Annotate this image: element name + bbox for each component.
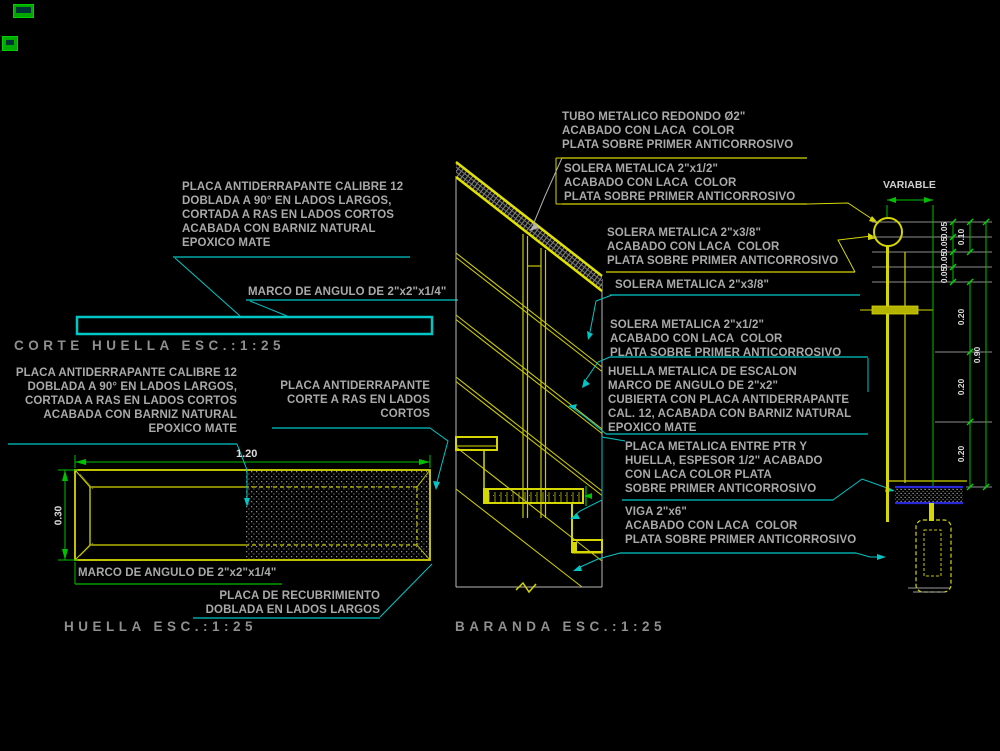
solera38-note: SOLERA METALICA 2"x3/8" ACABADO CON LACA… <box>607 227 839 267</box>
weld-hatch <box>871 305 919 315</box>
huella-metalica-note: HUELLA METALICA DE ESCALON MARCO DE ANGU… <box>608 366 852 434</box>
steps <box>455 436 603 554</box>
huella-marco-note: MARCO DE ANGULO DE 2"x2"x1/4" <box>78 567 277 579</box>
chain-dim-3: 0.05 <box>939 266 949 284</box>
huella-plan <box>8 427 449 619</box>
huella-recubrimiento-note: PLACA DE RECUBRIMIENTO DOBLADA EN LADOS … <box>205 590 380 616</box>
break-mark <box>515 581 537 594</box>
huella-title: HUELLA ESC.:1:25 <box>64 619 258 634</box>
dim-1-20 <box>74 455 431 468</box>
chain-dim-5: 0.20 <box>956 308 966 326</box>
chain-dim-4: 0.10 <box>956 228 966 246</box>
baluster-posts <box>522 234 547 518</box>
solera12-note: SOLERA METALICA 2"x1/2" ACABADO CON LACA… <box>610 319 842 359</box>
huella-corte-note: PLACA ANTIDERRAPANTE CORTE A RAS EN LADO… <box>280 380 430 420</box>
huella-placa-note: PLACA ANTIDERRAPANTE CALIBRE 12 DOBLADA … <box>15 367 237 435</box>
baranda-side-view <box>860 197 992 593</box>
solera-rails <box>455 252 603 588</box>
viga-note: VIGA 2"x6" ACABADO CON LACA COLOR PLATA … <box>625 506 857 546</box>
corte-huella-title: CORTE HUELLA ESC.:1:25 <box>14 338 286 353</box>
dim-variable <box>886 197 934 487</box>
solera12-sup-note: SOLERA METALICA 2"x1/2" ACABADO CON LACA… <box>564 163 796 203</box>
placa-metalica-note: PLACA METALICA ENTRE PTR Y HUELLA, ESPES… <box>625 441 823 495</box>
dim-chain <box>952 222 987 487</box>
corte-huella-marco-note: MARCO DE ANGULO DE 2"x2"x1/4" <box>248 286 447 298</box>
dim-depth-label: 0.30 <box>53 505 65 526</box>
tubo-note: TUBO METALICO REDONDO Ø2" ACABADO CON LA… <box>562 111 794 151</box>
annotation-leaders <box>529 157 895 571</box>
metal-plate-section <box>895 485 963 521</box>
dim-width-label: 1.20 <box>236 448 258 460</box>
solera38-label: SOLERA METALICA 2"x3/8" <box>615 279 769 291</box>
viga-section <box>908 519 952 593</box>
dim-variable-label: VARIABLE <box>883 179 936 191</box>
chain-dim-8: 0.90 <box>972 346 982 364</box>
watermark-stamp <box>2 36 18 51</box>
dim-0-30 <box>58 469 78 584</box>
handrail-tube <box>456 162 602 291</box>
antislip-hatch <box>245 471 429 559</box>
chain-dim-7: 0.20 <box>956 445 966 463</box>
chain-dim-6: 0.20 <box>956 378 966 396</box>
corte-huella-placa-note: PLACA ANTIDERRAPANTE CALIBRE 12 DOBLADA … <box>182 181 404 249</box>
corte-huella-section <box>75 256 458 336</box>
watermark-stamp <box>13 4 34 18</box>
baranda-title: BARANDA ESC.:1:25 <box>455 619 667 634</box>
dim-ticks <box>949 218 990 491</box>
baranda-elevation <box>455 161 603 594</box>
